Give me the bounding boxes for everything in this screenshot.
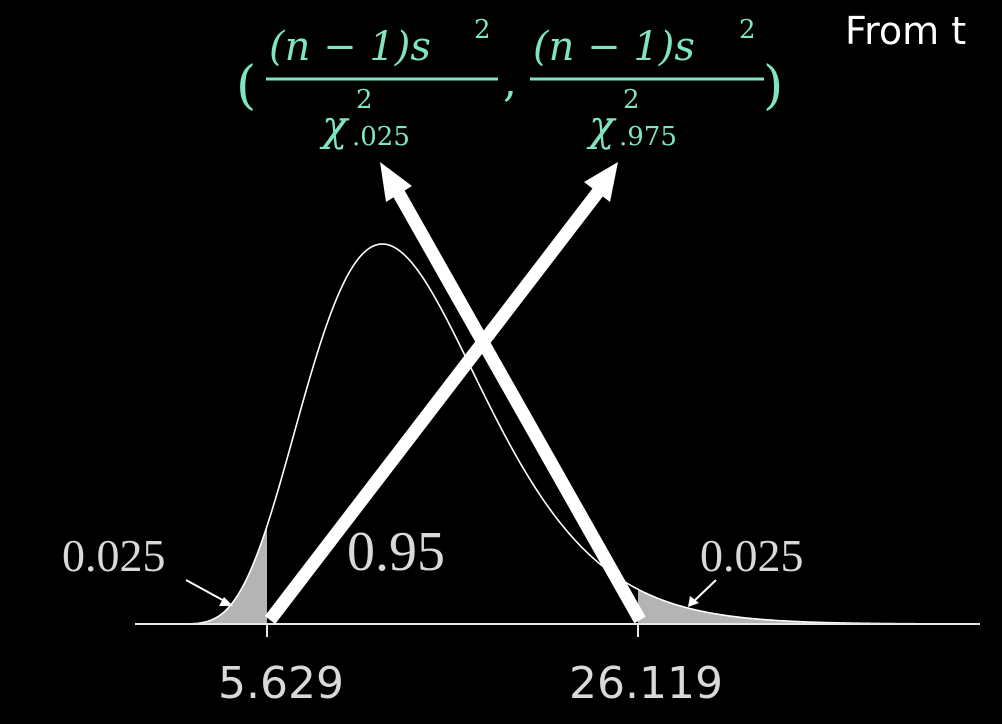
- left-tail-pointer: [185, 579, 229, 604]
- right-tail-shade: [638, 589, 980, 624]
- center-prob-label: 0.95: [347, 521, 445, 583]
- formula-close-paren: ): [763, 56, 783, 116]
- left-denominator: χ: [319, 101, 350, 150]
- formula-open-paren: (: [236, 56, 256, 116]
- lower-critical-label: 5.629: [218, 658, 344, 709]
- confidence-interval-formula: ( (n − 1)s 2 χ 2 .025 , (n − 1)s 2 χ 2 .…: [236, 15, 783, 152]
- right-tail-prob-label: 0.025: [700, 530, 804, 581]
- arrow-upper-to-left: [392, 188, 646, 624]
- right-numerator-sup: 2: [739, 15, 756, 45]
- arrow-head-left: [380, 162, 412, 202]
- formula-comma: ,: [503, 56, 517, 107]
- right-numerator: (n − 1)s: [533, 24, 695, 70]
- right-denominator-sub: .975: [619, 122, 677, 152]
- density-curve: [165, 243, 980, 625]
- arrow-head-right: [584, 162, 618, 202]
- left-denominator-sup: 2: [356, 85, 373, 115]
- header-text: From t: [845, 9, 966, 53]
- left-numerator: (n − 1)s: [269, 24, 431, 70]
- left-denominator-sub: .025: [352, 122, 410, 152]
- right-tail-pointer: [691, 579, 717, 604]
- right-tail-pointer-head: [688, 596, 699, 607]
- distribution-plot: [165, 243, 980, 625]
- arrow-lower-to-right: [264, 188, 604, 624]
- right-denominator-sup: 2: [623, 85, 640, 115]
- left-tail-prob-label: 0.025: [62, 530, 166, 581]
- left-tail-pointer-head: [219, 597, 233, 606]
- right-denominator: χ: [586, 101, 617, 150]
- upper-critical-label: 26.119: [569, 658, 723, 709]
- crossed-arrows: [264, 162, 646, 624]
- left-numerator-sup: 2: [474, 15, 491, 45]
- left-tail-shade: [165, 526, 267, 624]
